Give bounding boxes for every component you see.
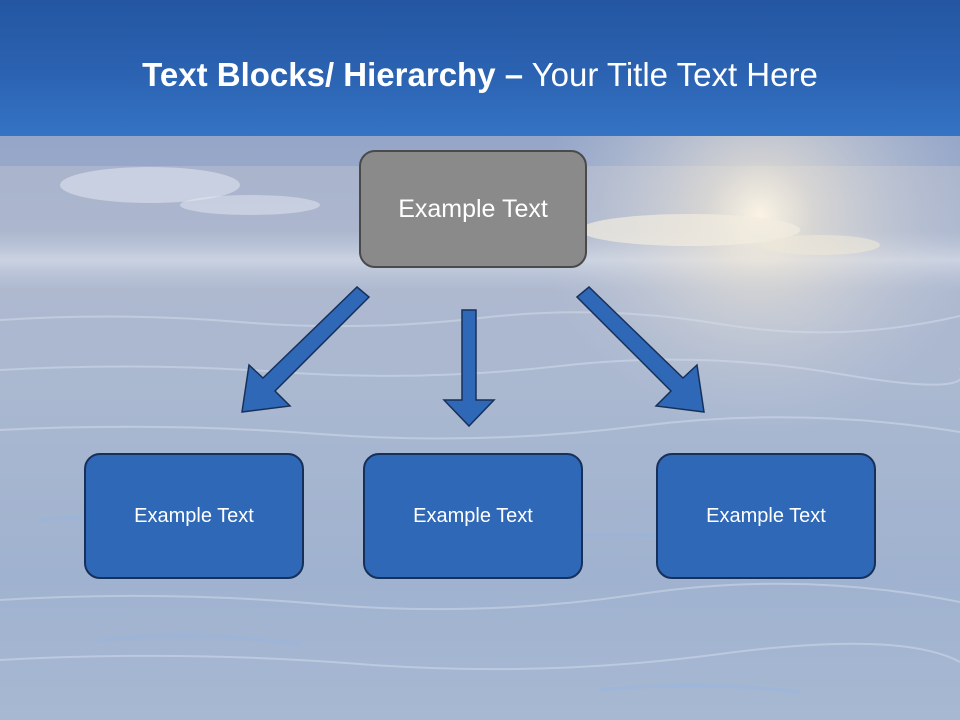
title-dash: – [504,56,524,93]
title-bold-part: Text Blocks/ Hierarchy [142,56,496,93]
slide-title: Text Blocks/ Hierarchy – Your Title Text… [0,52,960,98]
title-rest-part: Your Title Text Here [531,56,818,93]
child-node-2: Example Text [363,453,583,579]
child-node-1: Example Text [84,453,304,579]
child-node-3: Example Text [656,453,876,579]
title-bar [0,0,960,136]
root-node: Example Text [359,150,587,268]
